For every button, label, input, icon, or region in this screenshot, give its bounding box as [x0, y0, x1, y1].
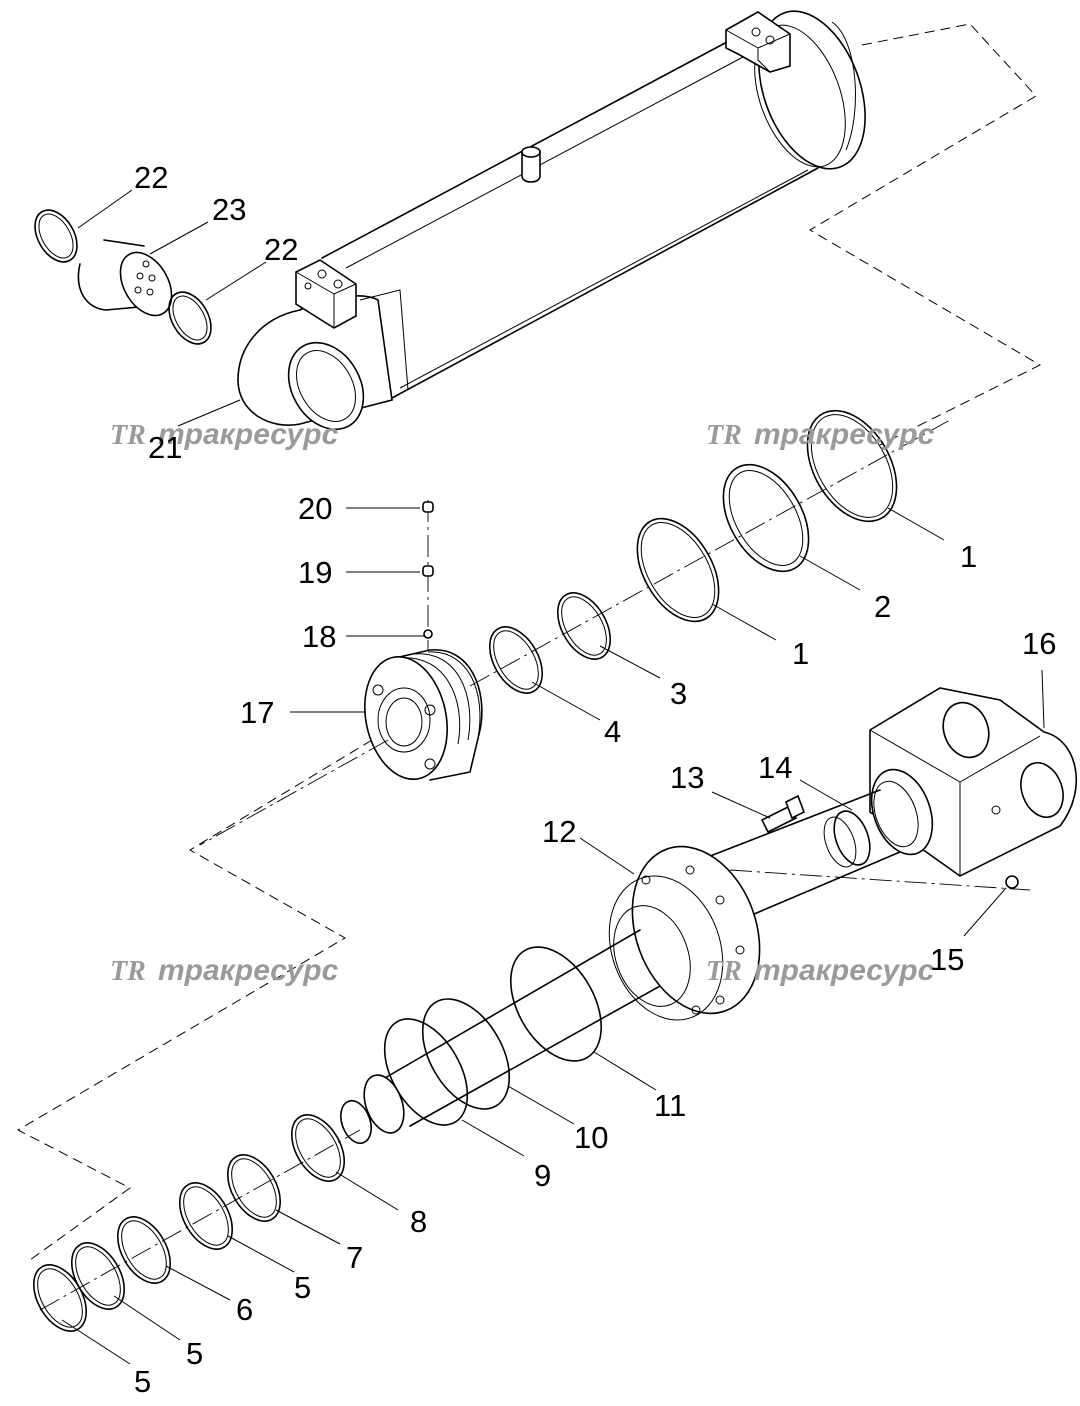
watermark-text: тракресурс [754, 954, 935, 987]
callout-1: 1 [960, 539, 977, 574]
watermark-text: тракресурс [158, 954, 339, 987]
bushing-assembly [34, 209, 212, 345]
assembly-dashed-path [16, 23, 1042, 1261]
callout-4: 4 [604, 714, 621, 749]
watermark-bottom-right: TR тракресурс [706, 954, 935, 987]
callout-labels: 22 23 22 21 20 19 18 17 1 2 1 3 4 16 13 … [134, 160, 1056, 1399]
watermark-top-right: TR тракресурс [706, 418, 935, 451]
watermark-mark: TR [706, 956, 742, 987]
watermark-mark: TR [706, 420, 742, 451]
callout-8: 8 [410, 1204, 427, 1239]
callout-6: 6 [236, 1292, 253, 1327]
callout-5: 5 [294, 1270, 311, 1305]
watermark-mark: TR [110, 420, 146, 451]
piston [199, 500, 483, 846]
piston-rod [340, 687, 1078, 1145]
callout-3: 3 [670, 676, 687, 711]
callout-19: 19 [298, 555, 332, 590]
piston-rings [469, 409, 951, 694]
watermark-mark: TR [110, 956, 146, 987]
callout-12: 12 [542, 814, 576, 849]
callout-22: 22 [134, 160, 168, 195]
callout-17: 17 [240, 695, 274, 730]
watermark-text: тракресурс [754, 418, 935, 451]
callout-5: 5 [134, 1364, 151, 1399]
callout-7: 7 [346, 1240, 363, 1275]
callout-11: 11 [654, 1088, 686, 1123]
callout-9: 9 [534, 1158, 551, 1193]
callout-21: 21 [148, 430, 182, 465]
callout-18: 18 [302, 619, 336, 654]
watermark-text: тракресурс [158, 418, 339, 451]
callout-2: 2 [874, 589, 891, 624]
callout-1: 1 [792, 636, 809, 671]
callout-20: 20 [298, 491, 332, 526]
callout-13: 13 [670, 760, 704, 795]
watermark-top-left: TR тракресурс [110, 418, 339, 451]
callout-22: 22 [264, 232, 298, 267]
rod-seals [32, 946, 603, 1332]
callout-5: 5 [186, 1336, 203, 1371]
watermark-bottom-left: TR тракресурс [110, 954, 339, 987]
leader-lines [61, 189, 1045, 1365]
callout-15: 15 [930, 942, 964, 977]
callout-14: 14 [758, 750, 792, 785]
cylinder-barrel [237, 10, 866, 431]
callout-23: 23 [212, 192, 246, 227]
callout-10: 10 [574, 1120, 608, 1155]
callout-16: 16 [1022, 626, 1056, 661]
